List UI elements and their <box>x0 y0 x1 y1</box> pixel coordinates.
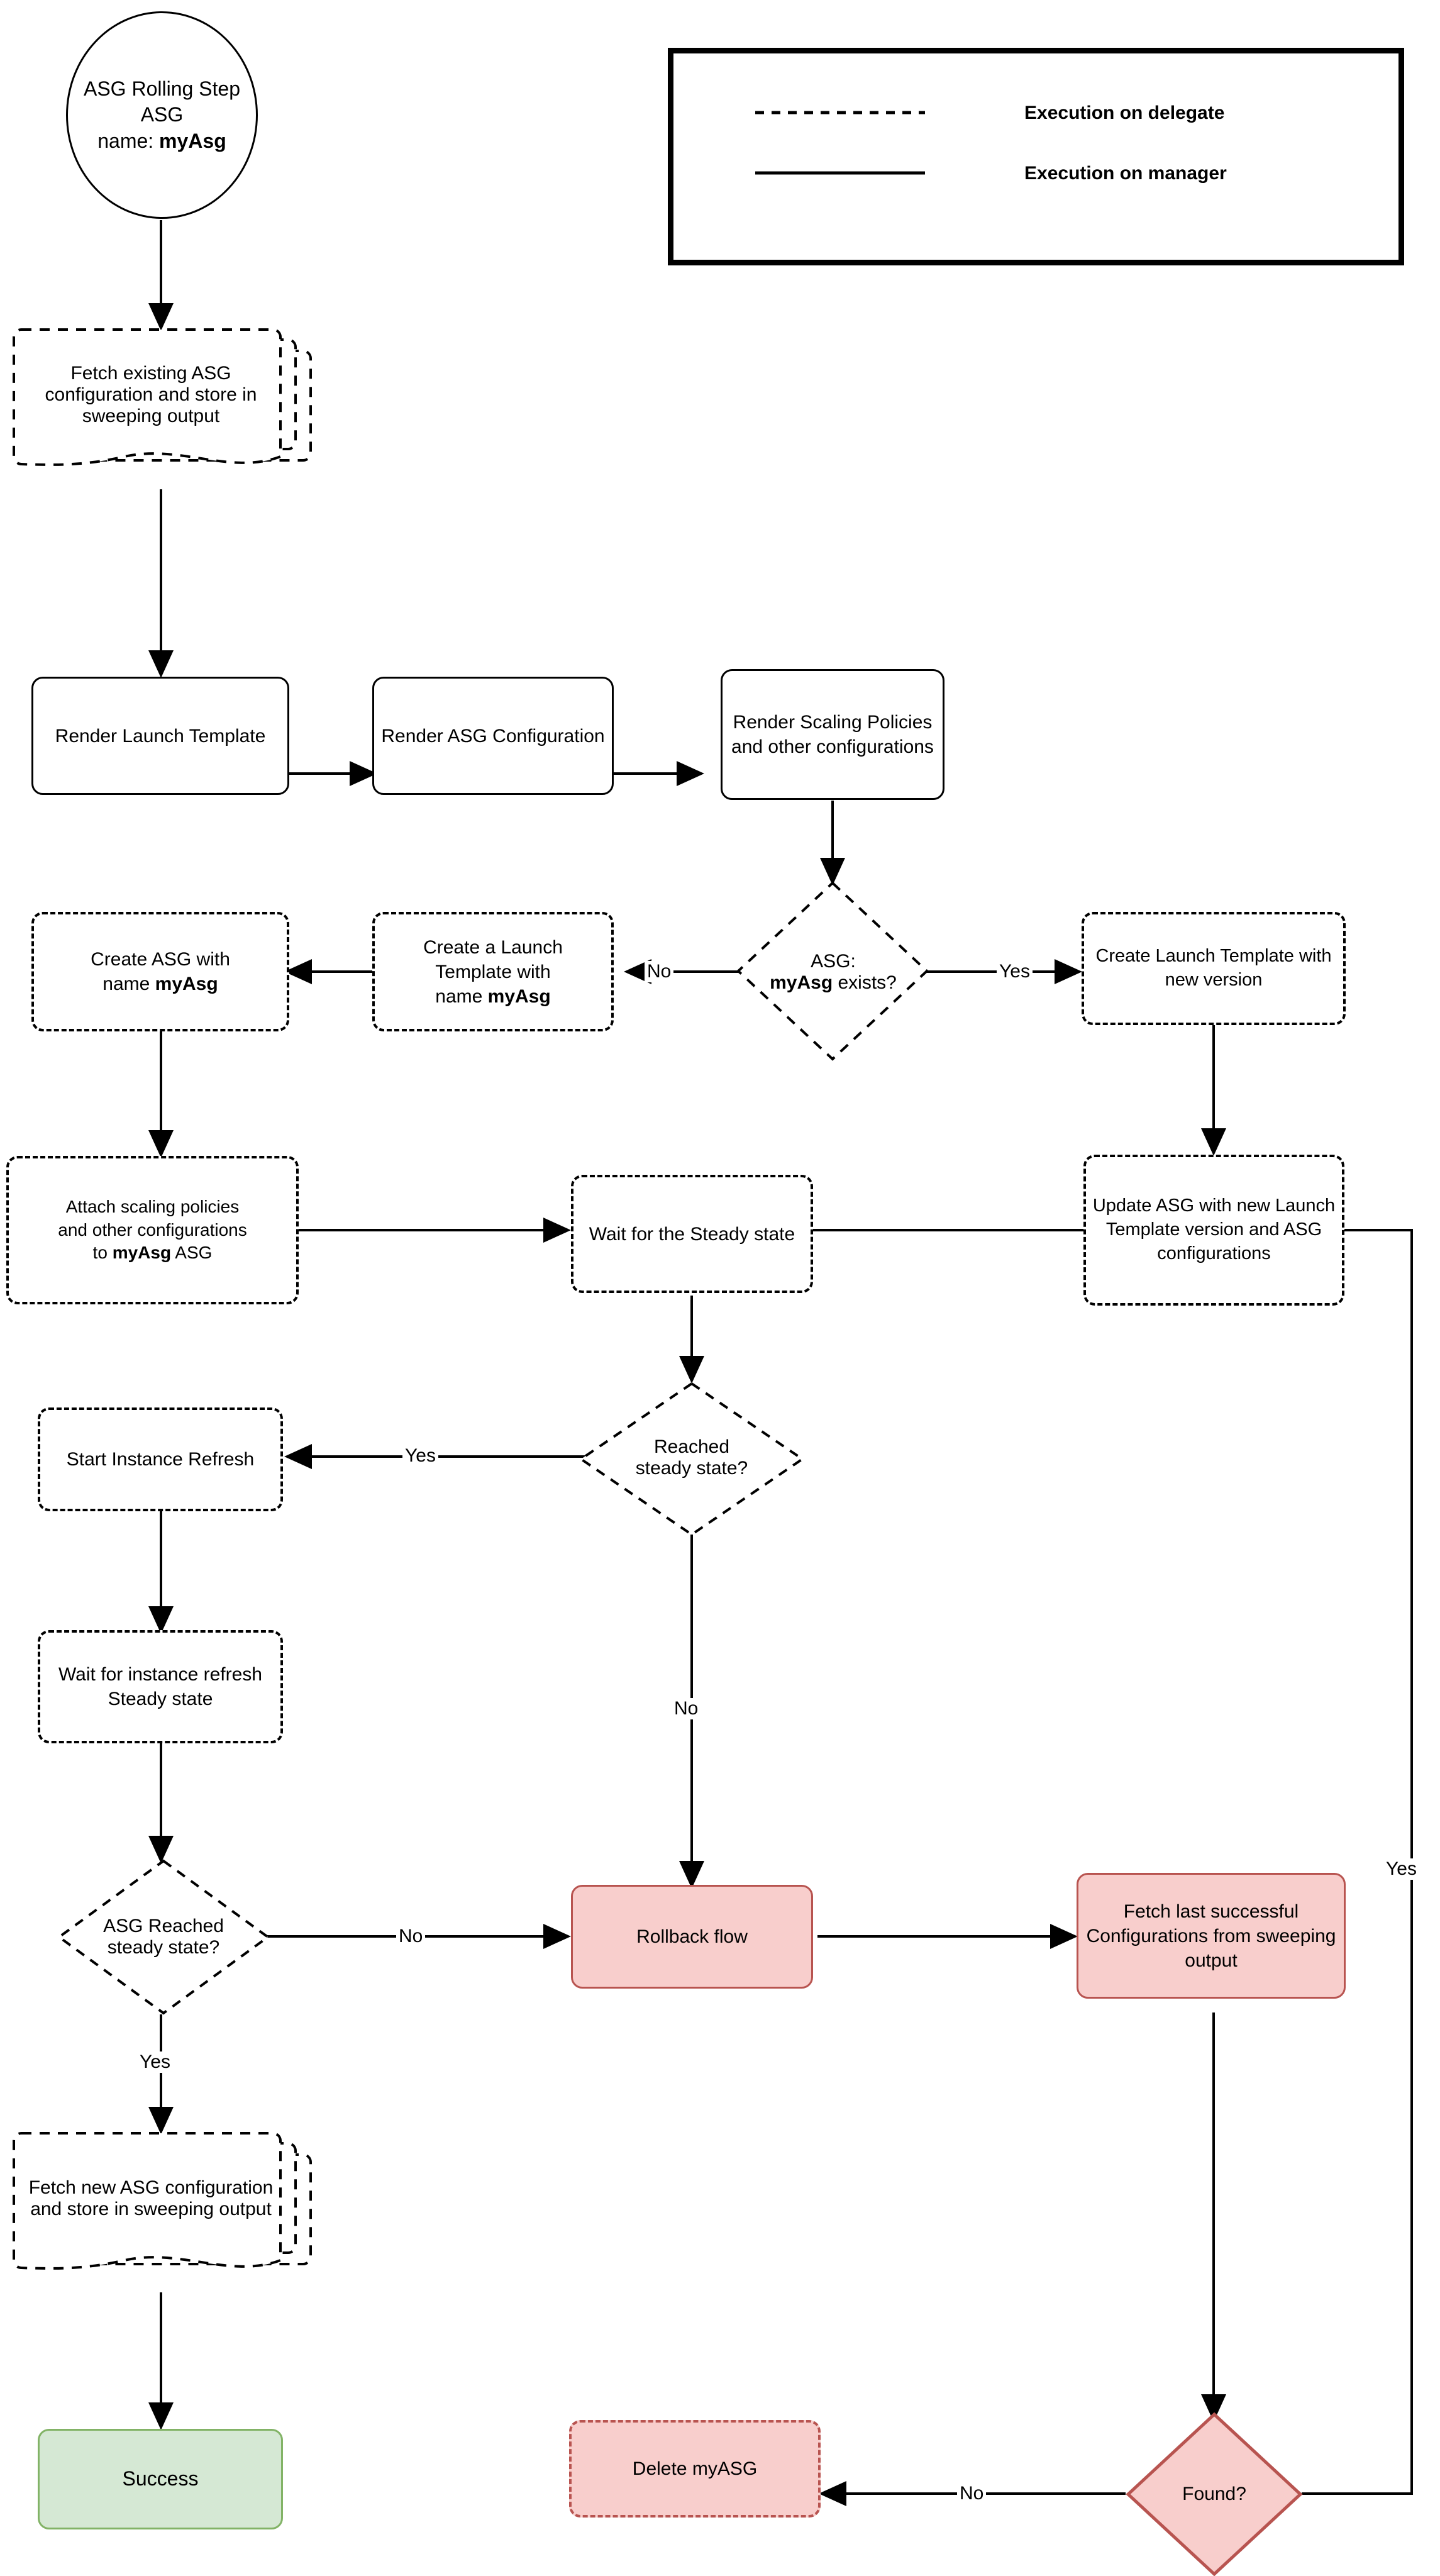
create-asg-line-1: Create ASG with <box>91 949 230 970</box>
reached-line-1: Reached <box>653 1436 730 1457</box>
legend-label-manager: Execution on manager <box>1024 163 1227 184</box>
wait-instance-refresh-label: Wait for instance refresh Steady state <box>58 1664 262 1709</box>
node-render-asg-configuration[interactable]: Render ASG Configuration <box>372 677 614 795</box>
node-create-launch-template-new-version[interactable]: Create Launch Template with new version <box>1082 912 1346 1025</box>
legend-box: Execution on delegate Execution on manag… <box>668 48 1404 265</box>
asg-reached-steady-state-label: ASG Reached steady state? <box>60 1898 267 1976</box>
success-label: Success <box>122 2467 199 2490</box>
update-asg-label: Update ASG with new Launch Template vers… <box>1092 1196 1336 1263</box>
node-found-diamond[interactable] <box>1126 2412 1303 2576</box>
start-line-3-prefix: name: <box>97 129 160 152</box>
fetch-new-asg-label: Fetch new ASG configuration and store in… <box>28 2177 274 2219</box>
node-delete-myasg[interactable]: Delete myASG <box>569 2420 821 2518</box>
node-fetch-new-asg-config[interactable]: Fetch new ASG configuration and store in… <box>6 2129 321 2296</box>
edge-label-reached-yes: Yes <box>402 1445 438 1467</box>
edge-label-asg-reached-no: No <box>396 1926 426 1947</box>
asg-exists-line-1: ASG: <box>811 951 856 972</box>
start-line-1: ASG Rolling Step <box>83 77 240 100</box>
asg-reached-line-1: ASG Reached <box>103 1916 224 1936</box>
edge-label-exists-no: No <box>645 961 674 982</box>
edge-label-reached-no: No <box>672 1698 701 1719</box>
node-update-asg-new-launch-template[interactable]: Update ASG with new Launch Template vers… <box>1083 1155 1344 1306</box>
node-asg-reached-steady-state-diamond[interactable] <box>57 1858 270 2016</box>
render-launch-template-label: Render Launch Template <box>55 725 266 747</box>
asg-exists-bold: myAsg <box>770 972 833 993</box>
create-lt-name-line-2: Template with <box>435 961 551 982</box>
render-asg-configuration-label: Render ASG Configuration <box>381 725 605 747</box>
edge-label-asg-reached-yes: Yes <box>137 2051 173 2073</box>
node-rollback-flow[interactable]: Rollback flow <box>571 1885 813 1989</box>
found-label: Found? <box>1132 2472 1297 2517</box>
create-lt-new-version-label: Create Launch Template with new version <box>1095 946 1332 990</box>
attach-line-3-prefix: to <box>92 1243 113 1263</box>
found-label-text: Found? <box>1182 2484 1246 2504</box>
node-wait-instance-refresh-steady[interactable]: Wait for instance refresh Steady state <box>38 1630 283 1743</box>
node-render-launch-template[interactable]: Render Launch Template <box>31 677 289 795</box>
attach-line-3-suffix: ASG <box>171 1243 213 1263</box>
node-start-asg-rolling-step[interactable]: ASG Rolling Step ASG name: myAsg <box>66 11 258 219</box>
fetch-last-successful-label: Fetch last successful Configurations fro… <box>1086 1901 1336 1971</box>
asg-reached-line-2: steady state? <box>107 1937 220 1958</box>
create-lt-name-bold: myAsg <box>487 985 551 1007</box>
node-reached-steady-state-diamond[interactable] <box>579 1381 805 1537</box>
create-asg-bold: myAsg <box>155 974 218 994</box>
node-start-instance-refresh[interactable]: Start Instance Refresh <box>38 1407 283 1511</box>
reached-line-2: steady state? <box>635 1458 748 1479</box>
start-line-3-bold: myAsg <box>159 129 226 152</box>
node-attach-scaling-policies[interactable]: Attach scaling policies and other config… <box>6 1156 299 1304</box>
node-create-launch-template-named[interactable]: Create a Launch Template with name myAsg <box>372 912 614 1031</box>
node-wait-for-steady-state[interactable]: Wait for the Steady state <box>571 1175 813 1293</box>
create-lt-name-line-3-prefix: name <box>435 985 488 1007</box>
start-line-2: ASG <box>140 103 184 126</box>
wait-steady-state-label: Wait for the Steady state <box>589 1223 795 1245</box>
node-asg-exists-diamond[interactable] <box>736 880 931 1063</box>
fetch-existing-asg-label: Fetch existing ASG configuration and sto… <box>45 363 257 426</box>
attach-line-1: Attach scaling policies <box>65 1197 240 1217</box>
attach-line-2: and other configurations <box>58 1219 247 1240</box>
node-fetch-existing-asg-config[interactable]: Fetch existing ASG configuration and sto… <box>6 326 321 492</box>
attach-bold: myAsg <box>112 1243 172 1263</box>
create-asg-line-2-prefix: name <box>102 974 155 994</box>
node-create-asg-named[interactable]: Create ASG with name myAsg <box>31 912 289 1031</box>
delete-myasg-label: Delete myASG <box>632 2458 758 2479</box>
render-scaling-policies-label: Render Scaling Policies and other config… <box>731 712 934 757</box>
legend-label-delegate: Execution on delegate <box>1024 103 1225 123</box>
node-success[interactable]: Success <box>38 2429 283 2529</box>
asg-exists-rest: exists? <box>833 972 897 993</box>
node-fetch-last-successful-config[interactable]: Fetch last successful Configurations fro… <box>1077 1873 1346 1999</box>
edge-label-found-yes: Yes <box>1383 1858 1419 1880</box>
node-render-scaling-policies[interactable]: Render Scaling Policies and other config… <box>721 669 944 800</box>
asg-exists-label: ASG: myAsg exists? <box>738 928 928 1016</box>
edge-label-found-no: No <box>957 2483 987 2504</box>
edge-label-exists-yes: Yes <box>997 961 1033 982</box>
reached-steady-state-label: Reached steady state? <box>585 1420 799 1496</box>
rollback-flow-label: Rollback flow <box>636 1926 748 1947</box>
create-lt-name-line-1: Create a Launch <box>423 936 563 958</box>
start-instance-refresh-label: Start Instance Refresh <box>66 1449 255 1470</box>
